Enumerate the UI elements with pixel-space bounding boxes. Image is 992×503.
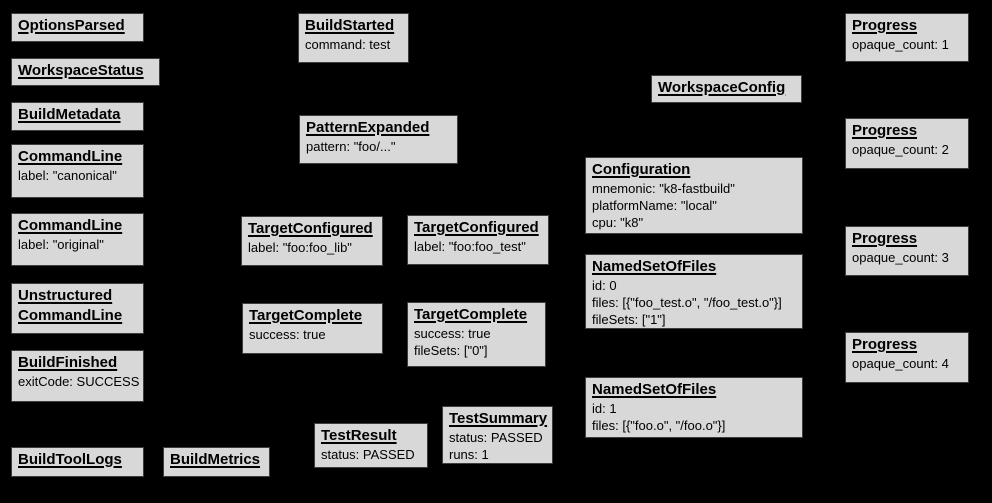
- node-title: TargetComplete: [249, 307, 363, 324]
- node-title: Unstructured: [18, 287, 113, 304]
- node-build-metadata: BuildMetadata: [11, 102, 144, 131]
- node-build-finished: BuildFinished exitCode: SUCCESS: [11, 350, 144, 402]
- node-title: Configuration: [592, 161, 691, 178]
- node-named-set-of-files-0: NamedSetOfFiles id: 0 files: [{"foo_test…: [585, 254, 803, 329]
- node-field: fileSets: ["0"]: [414, 343, 488, 358]
- node-configuration: Configuration mnemonic: "k8-fastbuild" p…: [585, 157, 803, 234]
- node-title: BuildFinished: [18, 354, 118, 371]
- node-title: NamedSetOfFiles: [592, 381, 717, 398]
- node-command-line-original: CommandLine label: "original": [11, 213, 144, 266]
- node-field: runs: 1: [449, 447, 489, 462]
- node-field: label: "original": [18, 237, 104, 252]
- node-title: TestResult: [321, 427, 397, 444]
- node-title: BuildToolLogs: [18, 451, 122, 468]
- node-title: BuildStarted: [305, 17, 395, 34]
- node-workspace-status: WorkspaceStatus: [11, 58, 160, 86]
- node-progress-2: Progress opaque_count: 2: [845, 118, 969, 169]
- node-field: opaque_count: 2: [852, 142, 949, 157]
- node-pattern-expanded: PatternExpanded pattern: "foo/...": [299, 115, 458, 164]
- node-target-configured-foo-test: TargetConfigured label: "foo:foo_test": [407, 215, 549, 265]
- node-workspace-config: WorkspaceConfig: [651, 75, 802, 103]
- node-progress-1: Progress opaque_count: 1: [845, 13, 969, 62]
- node-field: platformName: "local": [592, 198, 717, 213]
- node-field: opaque_count: 1: [852, 37, 949, 52]
- node-title: Progress: [852, 17, 918, 34]
- node-field: pattern: "foo/...": [306, 139, 396, 154]
- node-field: files: [{"foo_test.o", "/foo_test.o"}]: [592, 295, 782, 310]
- node-field: status: PASSED: [321, 447, 415, 462]
- node-named-set-of-files-1: NamedSetOfFiles id: 1 files: [{"foo.o", …: [585, 377, 803, 438]
- node-title: CommandLine: [18, 217, 123, 234]
- node-field: exitCode: SUCCESS: [18, 374, 140, 389]
- node-title: BuildMetadata: [18, 106, 121, 123]
- node-field: status: PASSED: [449, 430, 543, 445]
- node-field: opaque_count: 4: [852, 356, 949, 371]
- node-build-tool-logs: BuildToolLogs: [11, 447, 144, 477]
- node-title: BuildMetrics: [170, 451, 261, 468]
- node-title: PatternExpanded: [306, 119, 430, 136]
- node-field: label: "foo:foo_lib": [248, 240, 352, 255]
- node-field: id: 0: [592, 278, 617, 293]
- node-title: TargetConfigured: [248, 220, 373, 237]
- node-test-summary: TestSummary status: PASSED runs: 1: [442, 406, 553, 464]
- node-title: Progress: [852, 336, 918, 353]
- node-field: cpu: "k8": [592, 215, 644, 230]
- node-field: fileSets: ["1"]: [592, 312, 666, 327]
- node-command-line-canonical: CommandLine label: "canonical": [11, 144, 144, 198]
- node-title: CommandLine: [18, 148, 123, 165]
- node-field: label: "canonical": [18, 168, 117, 183]
- node-field: mnemonic: "k8-fastbuild": [592, 181, 735, 196]
- node-progress-4: Progress opaque_count: 4: [845, 332, 969, 383]
- node-field: id: 1: [592, 401, 617, 416]
- node-test-result: TestResult status: PASSED: [314, 423, 428, 468]
- node-target-configured-foo-lib: TargetConfigured label: "foo:foo_lib": [241, 216, 383, 266]
- node-title: TargetConfigured: [414, 219, 539, 236]
- node-options-parsed: OptionsParsed: [11, 13, 144, 42]
- node-title: TestSummary: [449, 410, 548, 427]
- node-field: opaque_count: 3: [852, 250, 949, 265]
- node-field: success: true: [249, 327, 326, 342]
- node-build-started: BuildStarted command: test: [298, 13, 409, 63]
- node-progress-3: Progress opaque_count: 3: [845, 226, 969, 276]
- node-title: Progress: [852, 230, 918, 247]
- node-build-metrics: BuildMetrics: [163, 447, 270, 477]
- node-field: label: "foo:foo_test": [414, 239, 526, 254]
- node-target-complete-foo-lib: TargetComplete success: true: [242, 303, 383, 354]
- node-title: TargetComplete: [414, 306, 528, 323]
- node-unstructured-command-line: Unstructured CommandLine: [11, 283, 144, 334]
- node-field: success: true: [414, 326, 491, 341]
- node-title: WorkspaceStatus: [18, 62, 144, 79]
- node-title: NamedSetOfFiles: [592, 258, 717, 275]
- node-title: OptionsParsed: [18, 17, 125, 34]
- node-field: command: test: [305, 37, 391, 52]
- node-target-complete-foo-test: TargetComplete success: true fileSets: […: [407, 302, 546, 367]
- node-field: files: [{"foo.o", "/foo.o"}]: [592, 418, 726, 433]
- node-title: WorkspaceConfig: [658, 79, 786, 96]
- node-title: CommandLine: [18, 307, 123, 324]
- node-title: Progress: [852, 122, 918, 139]
